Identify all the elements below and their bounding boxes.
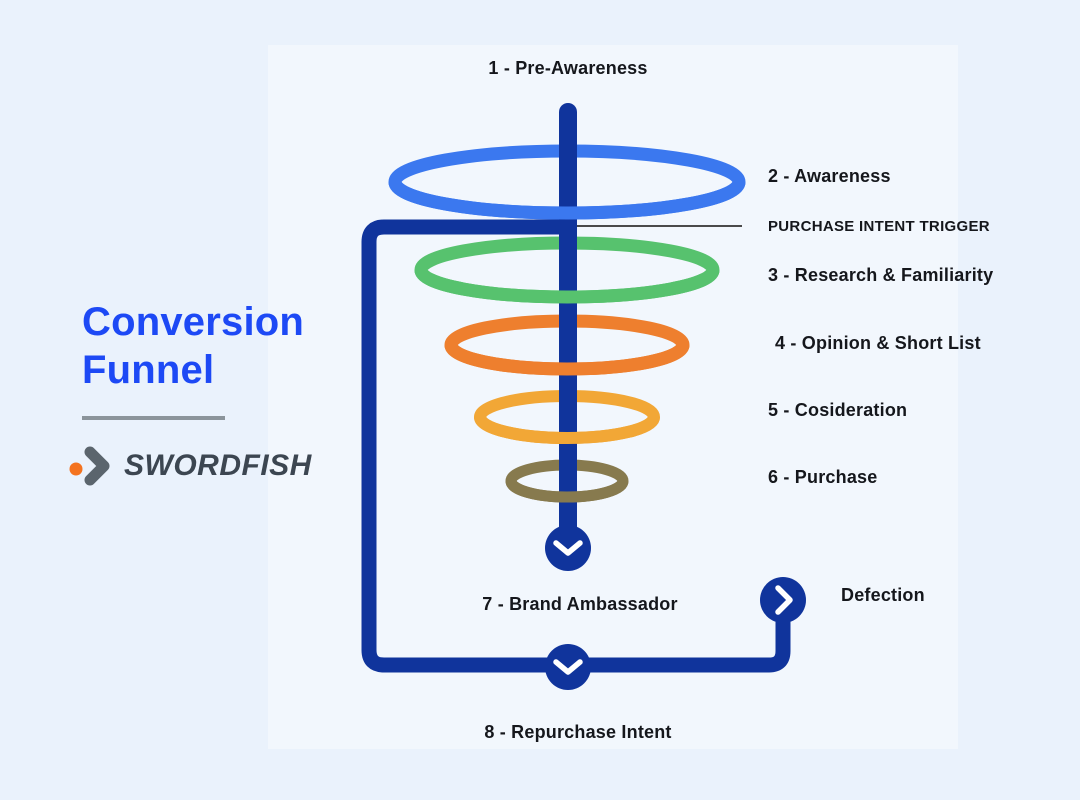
axis-end-node: [545, 525, 591, 571]
defection-node: [760, 577, 806, 623]
research-ring-front-arc: [414, 268, 720, 304]
opinion-ring-front-arc: [444, 343, 690, 376]
label-step-2: 2 - Awareness: [768, 166, 891, 186]
loop-path: [361, 219, 791, 673]
label-defection: Defection: [841, 585, 925, 605]
brand-chevron-icon: [84, 446, 110, 486]
chevron-down-icon: [553, 540, 583, 556]
awareness-ring-front-arc: [388, 180, 746, 220]
label-step-1: 1 - Pre-Awareness: [488, 58, 648, 78]
label-step-6: 6 - Purchase: [768, 467, 878, 487]
label-step-4: 4 - Opinion & Short List: [775, 333, 981, 353]
repurchase-node: [545, 644, 591, 690]
purchase-ring-front-arc: [505, 479, 629, 503]
brand-name: SWORDFISH: [124, 449, 312, 482]
label-purchase-intent-trigger: PURCHASE INTENT TRIGGER: [768, 218, 990, 235]
title-divider: [82, 416, 225, 420]
label-step-3: 3 - Research & Familiarity: [768, 265, 994, 285]
chevron-down-icon: [553, 659, 583, 675]
label-step-7: 7 - Brand Ambassador: [482, 594, 678, 614]
chevron-right-icon: [775, 585, 793, 615]
swordfish-mark-icon: [69, 446, 110, 486]
brand-dot: [69, 462, 83, 476]
consideration-ring-front-arc: [474, 415, 660, 444]
label-step-5: 5 - Cosideration: [768, 400, 908, 420]
label-step-8: 8 - Repurchase Intent: [484, 722, 672, 742]
page-title: Conversion Funnel: [82, 300, 305, 392]
brand-logo: SWORDFISH: [68, 444, 312, 488]
